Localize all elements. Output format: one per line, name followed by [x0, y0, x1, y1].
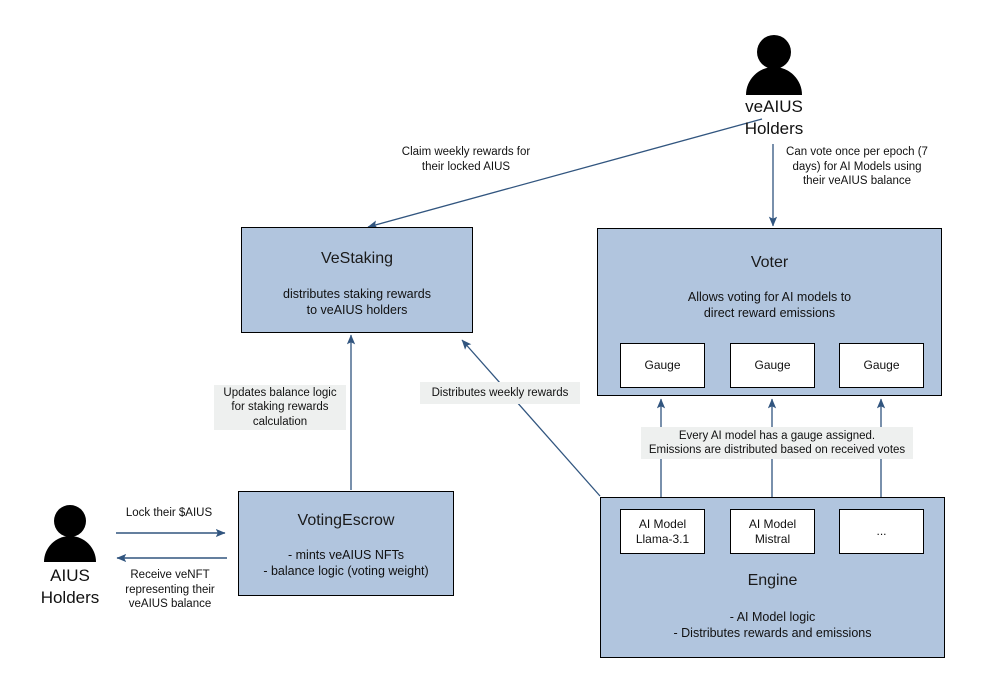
actor-label-veaius-holders: veAIUS Holders: [744, 97, 804, 138]
node-votingescrow[interactable]: VotingEscrow - mints veAIUS NFTs - balan…: [238, 491, 454, 596]
gauge-box-3[interactable]: Gauge: [839, 343, 924, 388]
node-voter-title: Voter: [750, 254, 789, 271]
arrow-distributes-weekly-rewards: [461, 339, 601, 497]
gauge-box-1[interactable]: Gauge: [620, 343, 705, 388]
person-icon-aius: [44, 505, 96, 562]
edge-label-claim-weekly-rewards: Claim weekly rewards for their locked AI…: [401, 146, 531, 173]
edge-label-updates-balance-logic: Updates balance logic for staking reward…: [214, 385, 346, 430]
node-votingescrow-subtitle: - mints veAIUS NFTs - balance logic (vot…: [263, 548, 429, 578]
ai-model-box-1[interactable]: AI Model Llama-3.1: [620, 509, 705, 554]
ai-model-box-2[interactable]: AI Model Mistral: [730, 509, 815, 554]
edge-label-lock-their-aius: Lock their $AIUS: [125, 507, 213, 519]
node-vestaking-title: VeStaking: [320, 250, 394, 267]
node-vestaking[interactable]: VeStaking distributes staking rewards to…: [241, 227, 473, 333]
edge-label-can-vote-once-per-epoch: Can vote once per epoch (7 days) for AI …: [786, 146, 928, 187]
ai-model-box-3[interactable]: ...: [839, 509, 924, 554]
edge-label-distributes-weekly-rewards: Distributes weekly rewards: [420, 382, 580, 404]
node-voter-subtitle: Allows voting for AI models to direct re…: [687, 290, 852, 320]
node-votingescrow-title: VotingEscrow: [297, 512, 395, 529]
person-icon-veaius: [746, 35, 802, 95]
node-engine-subtitle: - AI Model logic - Distributes rewards a…: [673, 610, 872, 640]
node-vestaking-subtitle: distributes staking rewards to veAIUS ho…: [283, 287, 431, 317]
actor-label-aius-holders: AIUS Holders: [40, 566, 100, 607]
gauge-box-2[interactable]: Gauge: [730, 343, 815, 388]
edge-label-receive-venft: Receive veNFT representing their veAIUS …: [125, 569, 215, 610]
node-engine-title: Engine: [747, 572, 798, 589]
edge-label-every-ai-model-has-a-gauge: Every AI model has a gauge assigned. Emi…: [641, 427, 913, 459]
